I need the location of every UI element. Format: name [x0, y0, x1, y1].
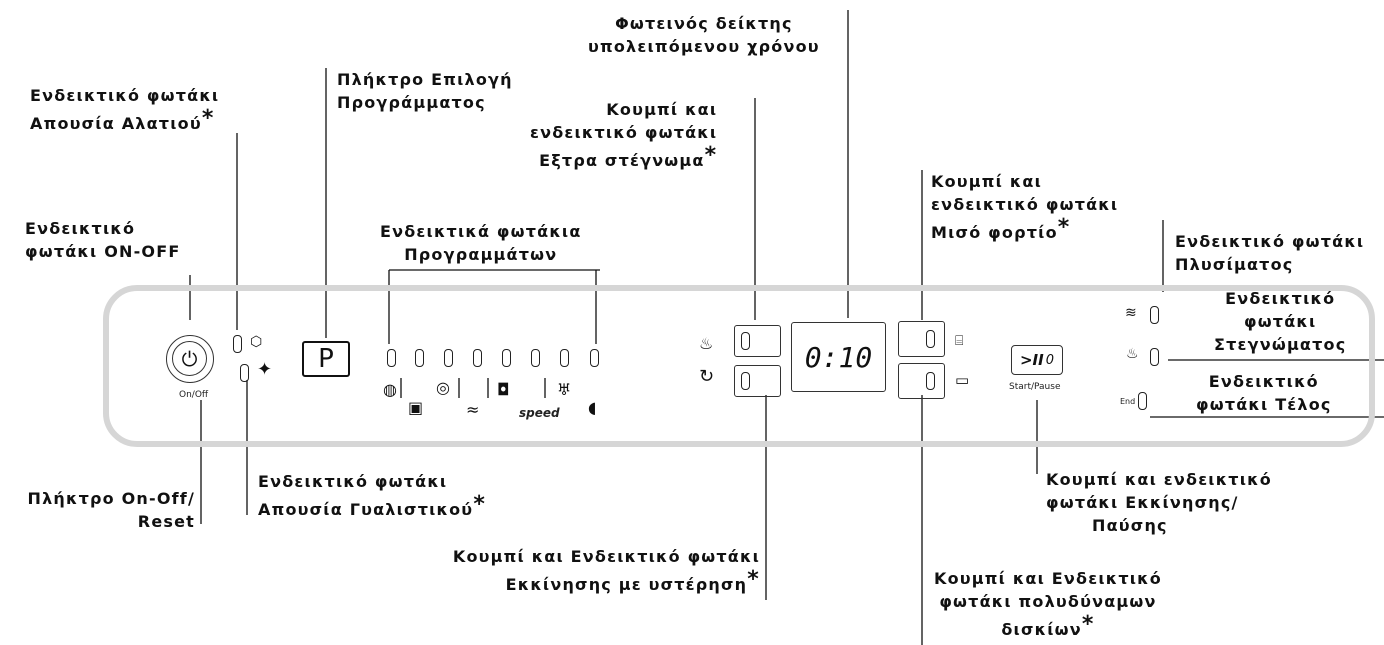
- extra-dry-button[interactable]: [734, 325, 781, 357]
- daily-icon: ◎: [436, 378, 450, 397]
- label-onoff-key: Πλήκτρο On-Off/ Reset: [27, 489, 195, 531]
- half-load-led: [926, 330, 935, 348]
- start-pause-caption: Start/Pause: [1009, 382, 1061, 392]
- multi-tab-button[interactable]: [898, 363, 945, 399]
- delay-icon: ↻: [699, 366, 715, 387]
- remaining-time-display: 0:10: [791, 322, 886, 392]
- delay-start-button[interactable]: [734, 365, 781, 397]
- dry-icon: ♨: [1126, 346, 1139, 362]
- wash-led: [1150, 306, 1159, 324]
- rinse-aid-led: [240, 364, 249, 382]
- dry-led: [1150, 348, 1159, 366]
- half-load-icon: ⌸: [955, 333, 964, 349]
- start-pause-led: 0: [1045, 352, 1054, 368]
- power-icon: ⏻: [172, 341, 207, 376]
- tablet-icon: ▭: [955, 371, 970, 389]
- half-load-button[interactable]: [898, 321, 945, 357]
- extra-dry-icon: ♨: [699, 334, 714, 353]
- program-led: [531, 349, 540, 367]
- rinse-aid-icon: ✦: [257, 359, 273, 380]
- label-delay: Κουμπί και Ενδεικτικό φωτάκι Εκκίνησης μ…: [452, 547, 760, 594]
- label-rinse-aid: Ενδεικτικό φωτάκι Απουσία Γυαλιστικού*: [258, 472, 487, 519]
- onoff-caption: On/Off: [179, 390, 209, 400]
- glass-icon: ◘: [497, 380, 510, 399]
- salt-icon: ⬡: [250, 334, 263, 350]
- program-led: [387, 349, 396, 367]
- speed-label: speed: [519, 406, 560, 420]
- program-led: [590, 349, 599, 367]
- label-remaining-time: Φωτεινός δείκτης υπολειπόμενου χρόνου: [588, 14, 820, 56]
- start-pause-symbol: >II: [1019, 351, 1044, 369]
- start-pause-button[interactable]: >II 0: [1011, 345, 1063, 375]
- program-select-button[interactable]: P: [302, 341, 350, 377]
- label-wash-led: Ενδεικτικό φωτάκι Πλυσίματος: [1175, 232, 1365, 274]
- label-half-load: Κουμπί και ενδεικτικό φωτάκι Μισό φορτίο…: [931, 172, 1119, 242]
- label-extra-dry: Κουμπί και ενδεικτικό φωτάκι Εξτρα στέγν…: [530, 100, 718, 170]
- extra-dry-led: [741, 332, 750, 350]
- end-caption: End: [1120, 397, 1136, 406]
- quick-icon: ≈: [466, 400, 480, 419]
- label-dry-led: Ενδεικτικό φωτάκι Στεγνώματος: [1214, 289, 1347, 354]
- label-program-leds: Ενδεικτικά φωτάκια Προγραμμάτων: [380, 222, 582, 264]
- program-led: [560, 349, 569, 367]
- label-program-key: Πλήκτρο Επιλογή Προγράμματος: [337, 70, 513, 112]
- hygiene-icon: ♅: [557, 380, 572, 399]
- intensive-icon: ▣: [408, 398, 424, 417]
- control-panel: [103, 285, 1375, 447]
- multi-tab-led: [926, 372, 935, 390]
- label-salt: Ενδεικτικό φωτάκι Απουσία Αλατιού*: [30, 86, 220, 133]
- end-led: [1138, 392, 1147, 410]
- label-onoff-led: Ενδεικτικό φωτάκι ON-OFF: [25, 219, 181, 261]
- wash-icon: ≋: [1125, 305, 1137, 321]
- program-led: [502, 349, 511, 367]
- label-multi-tab: Κουμπί και Ενδεικτικό φωτάκι πολυδύναμων…: [934, 569, 1162, 639]
- program-led: [473, 349, 482, 367]
- program-led: [444, 349, 453, 367]
- label-start-pause: Κουμπί και ενδεικτικό φωτάκι Εκκίνησης/ …: [1046, 470, 1272, 535]
- eco-icon: ◍: [383, 380, 397, 399]
- label-end-led: Ενδεικτικό φωτάκι Τέλος: [1196, 372, 1332, 414]
- delay-led: [741, 372, 750, 390]
- baby-icon: ◖: [588, 398, 597, 417]
- program-led: [415, 349, 424, 367]
- onoff-button[interactable]: ⏻: [166, 335, 214, 383]
- salt-led: [233, 335, 242, 353]
